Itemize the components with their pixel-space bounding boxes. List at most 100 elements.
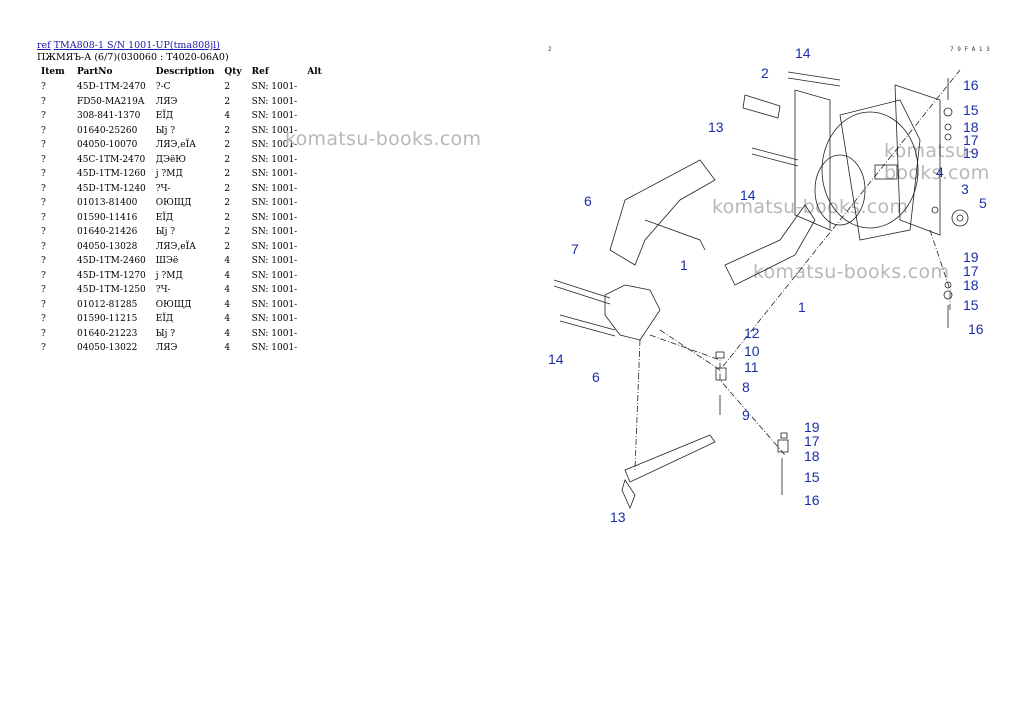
cell-qty: 4 <box>224 270 231 281</box>
callout: 5 <box>979 195 987 211</box>
callout: 10 <box>744 343 760 359</box>
callout: 13 <box>610 509 626 525</box>
cell-ref: SN: 1001- <box>251 227 298 238</box>
column-header-partno: PartNo <box>77 67 113 77</box>
cell-partno: 45D-1TM-1240 <box>77 183 146 194</box>
pin-14-upper <box>787 71 841 87</box>
cell-partno: 04050-13028 <box>77 241 138 252</box>
callout: 17 <box>963 263 979 279</box>
callout: 11 <box>744 359 759 375</box>
callout: 17 <box>804 433 820 449</box>
cell-description: ?Ч- <box>155 285 171 296</box>
callout: 18 <box>963 277 979 293</box>
cell-alt <box>303 240 328 255</box>
cell-ref: SN: 1001- <box>251 256 298 267</box>
cell-partno: 01590-11215 <box>77 314 138 325</box>
cell-qty: 2 <box>224 154 231 165</box>
callout: 18 <box>804 448 820 464</box>
cell-alt <box>303 196 328 211</box>
cell-ref: SN: 1001- <box>251 328 298 339</box>
model-link[interactable]: TMA808-1 S/N 1001-UP(tma808jl) <box>53 40 220 51</box>
cell-item: ? <box>41 343 46 354</box>
cell-item: ? <box>41 285 46 296</box>
right-plate <box>894 84 941 236</box>
cell-alt <box>303 298 328 313</box>
cell-partno: 01640-21426 <box>77 227 138 238</box>
cell-ref: SN: 1001- <box>251 82 298 93</box>
cell-description: ?Ч- <box>155 183 171 194</box>
cell-description: ЛЯЭ,еЇА <box>155 241 196 252</box>
callout: 14 <box>548 351 564 367</box>
ref-link[interactable]: ref <box>37 40 51 51</box>
cell-partno: 04050-10070 <box>77 140 138 151</box>
cell-item: ? <box>41 140 46 151</box>
cell-item: ? <box>41 299 46 310</box>
cell-ref: SN: 1001- <box>251 241 298 252</box>
breadcrumb: ref TMA808-1 S/N 1001-UP(tma808jl) <box>37 40 220 51</box>
yoke-6 <box>604 284 661 341</box>
cell-qty: 2 <box>224 198 231 209</box>
cell-qty: 2 <box>224 212 231 223</box>
callout: 18 <box>963 119 979 135</box>
cell-description: ЛЯЭ <box>155 343 178 354</box>
callout: 19 <box>963 145 979 161</box>
cell-qty: 4 <box>224 285 231 296</box>
cell-ref: SN: 1001- <box>251 111 298 122</box>
cell-item: ? <box>41 328 46 339</box>
cell-ref: SN: 1001- <box>251 314 298 325</box>
cell-qty: 4 <box>224 299 231 310</box>
cell-partno: 45D-1TM-1250 <box>77 285 146 296</box>
cell-item: ? <box>41 256 46 267</box>
callout: 19 <box>804 419 820 435</box>
cell-item: ? <box>41 96 46 107</box>
pin-14-lower <box>559 314 616 337</box>
cell-qty: 4 <box>224 111 231 122</box>
callout: 6 <box>584 193 592 209</box>
cell-alt <box>303 269 328 284</box>
cell-alt <box>303 95 328 110</box>
watermark: komatsu-books.com <box>753 261 950 283</box>
page-mark-right: 7 9 F A 1 3 <box>950 46 990 53</box>
cell-partno: 45D-1TM-2470 <box>77 82 146 93</box>
pin-7 <box>553 279 611 305</box>
cell-ref: SN: 1001- <box>251 198 298 209</box>
arm-upper <box>609 159 716 266</box>
callout: 16 <box>968 321 984 337</box>
cell-description: Ыј ? <box>155 328 176 339</box>
cell-qty: 4 <box>224 256 231 267</box>
column-header-description: Description <box>155 67 215 77</box>
cell-partno: 04050-13022 <box>77 343 138 354</box>
cell-partno: 01590-11416 <box>77 212 138 223</box>
cell-description: Ыј ? <box>155 125 176 136</box>
parts-diagram: 14 2 16 15 18 17 19 13 4 3 5 6 14 1 19 1… <box>548 45 987 525</box>
cell-qty: 2 <box>224 82 231 93</box>
cell-ref: SN: 1001- <box>251 125 298 136</box>
back-plate <box>794 89 831 231</box>
cell-partno: 01640-21223 <box>77 328 138 339</box>
cell-ref: SN: 1001- <box>251 212 298 223</box>
cell-item: ? <box>41 183 46 194</box>
callout: 9 <box>742 407 750 423</box>
cell-ref: SN: 1001- <box>251 96 298 107</box>
cell-description: ЛЯЭ <box>155 96 178 107</box>
cell-partno: 01013-81400 <box>77 198 138 209</box>
callout: 14 <box>795 45 811 61</box>
housing-hub <box>814 154 866 226</box>
cell-item: ? <box>41 212 46 223</box>
cell-partno: 45D-1TM-1260 <box>77 169 146 180</box>
pin-2 <box>742 94 781 119</box>
cell-qty: 2 <box>224 241 231 252</box>
cell-alt <box>303 254 328 269</box>
cell-alt <box>303 327 328 342</box>
cell-item: ? <box>41 154 46 165</box>
cell-alt <box>303 341 328 356</box>
cell-alt <box>303 153 328 168</box>
callout: 4 <box>936 164 944 180</box>
pin-14-mid <box>751 147 799 167</box>
